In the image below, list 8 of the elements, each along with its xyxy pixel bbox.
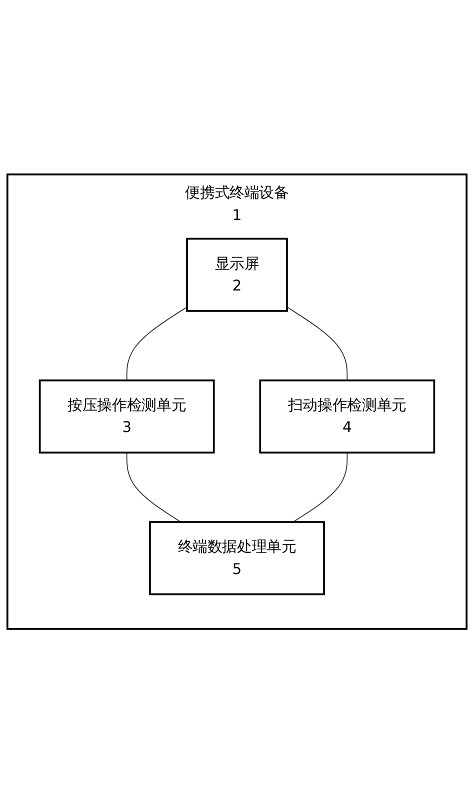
connector xyxy=(286,306,348,381)
node-box: 终端数据处理单元 5 xyxy=(149,520,325,595)
connector xyxy=(126,452,182,522)
node-box: 扫动操作检测单元 4 xyxy=(259,379,436,454)
connector xyxy=(292,452,348,522)
connector xyxy=(126,306,188,381)
node-box: 显示屏 2 xyxy=(186,238,288,312)
node-box: 按压操作检测单元 3 xyxy=(38,379,215,454)
